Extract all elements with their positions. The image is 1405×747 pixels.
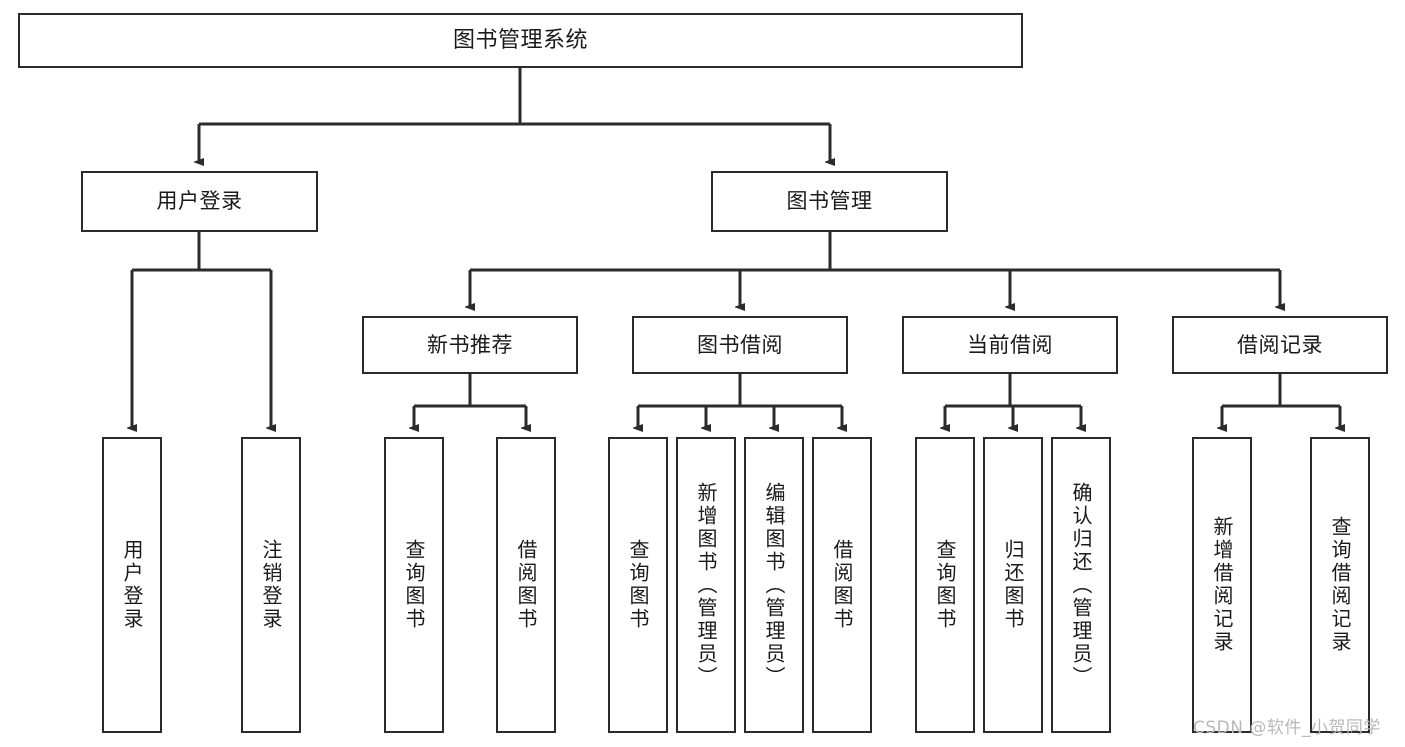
node-label: 注销登录 xyxy=(259,539,283,631)
node-book-borrow[interactable]: 图书借阅 xyxy=(632,316,848,374)
node-label: 用户登录 xyxy=(156,189,243,214)
node-label: 归还图书 xyxy=(1001,539,1025,631)
node-label: 新增图书（管理员） xyxy=(694,481,718,689)
leaf-borrow-book-recommend[interactable]: 借阅图书 xyxy=(496,437,556,733)
node-label: 查询图书 xyxy=(933,539,957,631)
node-label: 借阅图书 xyxy=(830,539,854,631)
node-label: 借阅图书 xyxy=(514,539,538,631)
leaf-borrow-book[interactable]: 借阅图书 xyxy=(812,437,872,733)
leaf-add-borrow-record[interactable]: 新增借阅记录 xyxy=(1192,437,1252,733)
node-book-manage[interactable]: 图书管理 xyxy=(711,171,948,232)
node-label: 当前借阅 xyxy=(967,332,1053,357)
node-label: 用户登录 xyxy=(120,539,144,631)
node-label: 图书管理 xyxy=(786,189,873,214)
leaf-query-book-borrow[interactable]: 查询图书 xyxy=(608,437,668,733)
node-current-borrow[interactable]: 当前借阅 xyxy=(902,316,1118,374)
leaf-edit-book[interactable]: 编辑图书（管理员） xyxy=(744,437,804,733)
node-label: 查询借阅记录 xyxy=(1328,516,1352,654)
leaf-user-login[interactable]: 用户登录 xyxy=(102,437,162,733)
node-label: 确认归还（管理员） xyxy=(1069,481,1093,689)
leaf-query-book-recommend[interactable]: 查询图书 xyxy=(384,437,444,733)
node-label: 新增借阅记录 xyxy=(1210,516,1234,654)
leaf-add-book[interactable]: 新增图书（管理员） xyxy=(676,437,736,733)
node-borrow-record[interactable]: 借阅记录 xyxy=(1172,316,1388,374)
node-label: 图书借阅 xyxy=(697,332,783,357)
node-label: 新书推荐 xyxy=(427,332,513,357)
leaf-confirm-return[interactable]: 确认归还（管理员） xyxy=(1051,437,1111,733)
node-label: 查询图书 xyxy=(402,539,426,631)
node-label: 借阅记录 xyxy=(1237,332,1323,357)
node-label: 编辑图书（管理员） xyxy=(762,481,786,689)
node-new-book-recommend[interactable]: 新书推荐 xyxy=(362,316,578,374)
node-root-system[interactable]: 图书管理系统 xyxy=(18,13,1023,68)
leaf-query-book-current[interactable]: 查询图书 xyxy=(915,437,975,733)
node-label: 图书管理系统 xyxy=(452,27,588,53)
node-user-login[interactable]: 用户登录 xyxy=(81,171,318,232)
leaf-query-borrow-record[interactable]: 查询借阅记录 xyxy=(1310,437,1370,733)
leaf-logout[interactable]: 注销登录 xyxy=(241,437,301,733)
leaf-return-book[interactable]: 归还图书 xyxy=(983,437,1043,733)
node-label: 查询图书 xyxy=(626,539,650,631)
watermark: CSDN @软件_小贺同学 xyxy=(1193,718,1381,738)
